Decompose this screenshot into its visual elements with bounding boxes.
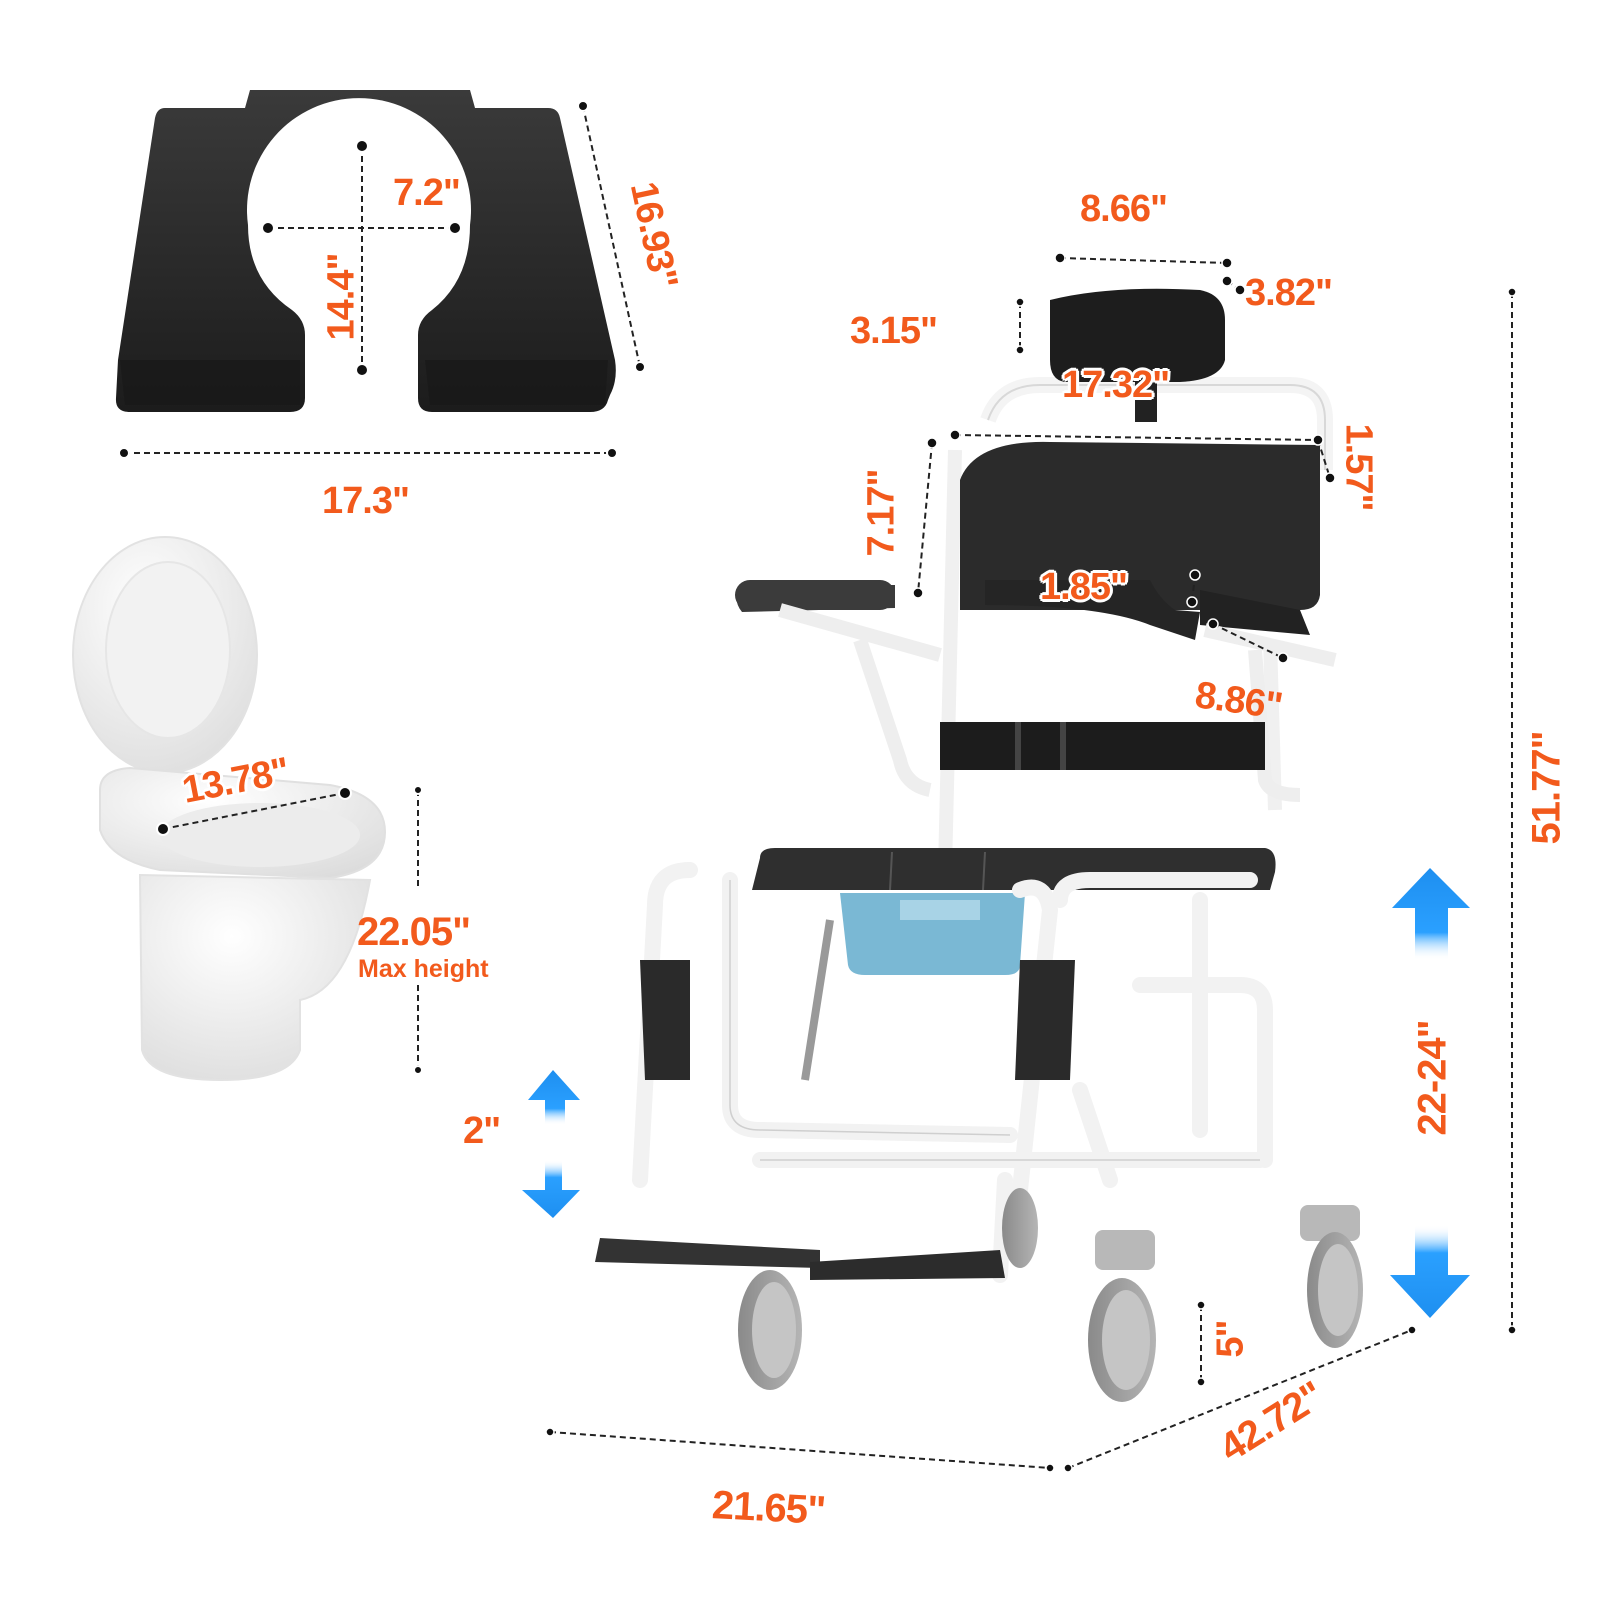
commode-chair-illustration	[595, 288, 1363, 1402]
cushion-width-label: 17.3"	[322, 480, 410, 522]
headrest-depth-label: 3.82"	[1245, 272, 1333, 314]
cushion-dimension-dots	[118, 100, 646, 459]
footrest-adjust-label: 2"	[463, 1110, 501, 1152]
headrest-height-label: 3.15"	[850, 310, 938, 352]
headrest-width-label: 8.66"	[1080, 188, 1168, 230]
toilet-illustration	[72, 536, 387, 1082]
overall-height-label: 51.77"	[1524, 731, 1569, 845]
backrest-width-label: 17.32"	[1062, 364, 1170, 406]
armrest-thickness-label: 1.85"	[1040, 566, 1128, 608]
seat-height-arrows	[1390, 868, 1470, 1318]
cushion-dimension-lines	[124, 105, 641, 454]
seat-cushion-illustration	[115, 90, 616, 412]
backrest-thickness-label: 1.57"	[1337, 423, 1380, 511]
toilet-height-label: 22.05"	[357, 910, 471, 954]
toilet-dimension-dots	[156, 785, 423, 1075]
cushion-opening-width-label: 7.2"	[393, 172, 461, 214]
toilet-dimension-lines	[162, 790, 419, 1070]
toilet-height-note: Max height	[358, 955, 489, 983]
chair-dimension-dots	[545, 252, 1517, 1473]
chair-dimension-lines	[549, 257, 1513, 1469]
footrest-adjust-arrows	[522, 1070, 580, 1218]
wheel-size-label: 5"	[1209, 1320, 1252, 1358]
overall-width-label: 21.65"	[710, 1483, 827, 1533]
cushion-opening-length-label: 14.4"	[320, 253, 363, 341]
seat-height-range-label: 22-24"	[1410, 1020, 1455, 1136]
caster-wheels	[738, 1188, 1363, 1402]
backrest-height-label: 7.17"	[860, 469, 903, 557]
